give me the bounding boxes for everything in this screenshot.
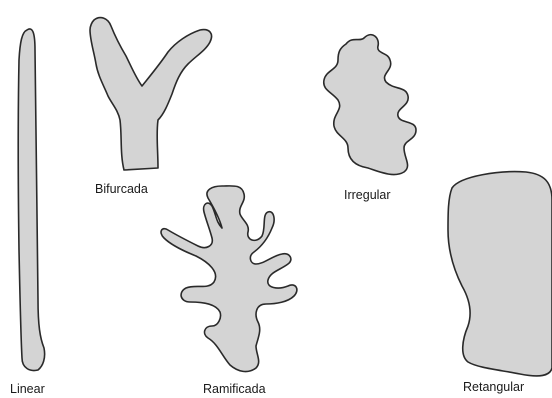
linear-shape	[18, 29, 44, 371]
label-ramificada: Ramificada	[203, 383, 266, 396]
label-irregular: Irregular	[344, 189, 391, 202]
retangular-shape	[448, 172, 552, 376]
bifurcada-shape	[90, 18, 212, 170]
irregular-shape	[324, 35, 416, 175]
label-retangular: Retangular	[463, 381, 524, 394]
label-linear: Linear	[10, 383, 45, 396]
label-bifurcada: Bifurcada	[95, 183, 148, 196]
ramificada-shape	[161, 186, 297, 372]
